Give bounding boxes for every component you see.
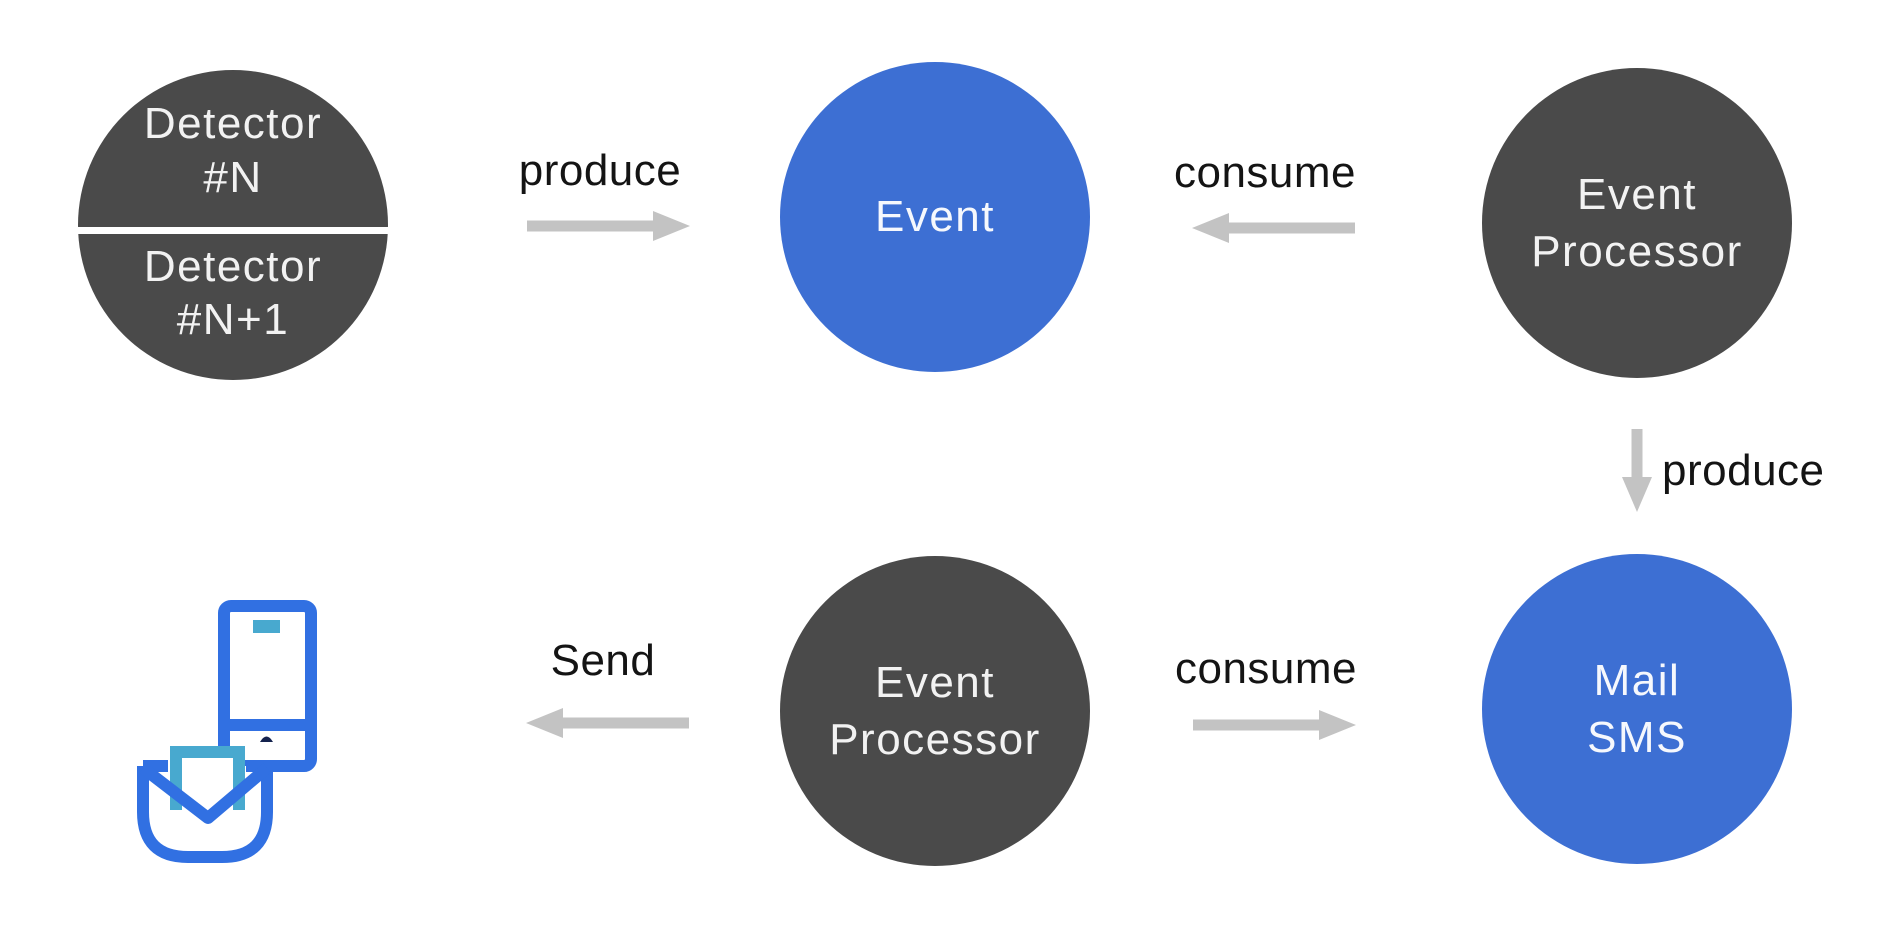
node-event-processor-bottom: Event Processor (780, 556, 1090, 866)
node-detector: Detector #N Detector #N+1 (78, 70, 388, 380)
detector-top-label-line1: Detector (143, 98, 323, 148)
send-label: Send (550, 636, 656, 685)
phone-speaker (253, 620, 280, 633)
detector-bottom-label-line1: Detector (143, 241, 323, 291)
consume-bottom-label: consume (1174, 644, 1358, 693)
node-event: Event (780, 62, 1090, 372)
letter-paper (170, 746, 245, 810)
event-label: Event (874, 192, 995, 242)
detector-divider-line (78, 227, 388, 235)
produce-right-label: produce (1662, 446, 1825, 495)
consume-bottom-right-arrow-icon (1193, 710, 1356, 740)
send-left-arrow-icon (526, 708, 689, 738)
phone-and-mail-icon (137, 600, 317, 863)
consume-left-arrow-icon (1192, 213, 1355, 243)
node-mail-sms: Mail SMS (1482, 554, 1792, 864)
detector-bottom-half: Detector #N+1 (78, 231, 388, 355)
phone-home-button (260, 736, 273, 742)
produce-top-label: produce (518, 146, 682, 195)
consume-top-label: consume (1173, 148, 1357, 197)
mail-sms-label-line1: Mail (1593, 655, 1681, 705)
node-event-processor-top: Event Processor (1482, 68, 1792, 378)
produce-down-arrow-icon (1622, 429, 1652, 512)
event-processor-bottom-label-line1: Event (874, 657, 995, 707)
detector-top-half: Detector #N (78, 70, 388, 231)
event-processor-bottom-label-line2: Processor (829, 715, 1041, 764)
detector-bottom-label-line2: #N+1 (176, 295, 290, 345)
envelope-flap (139, 763, 271, 824)
event-processor-top-label-line1: Event (1576, 169, 1697, 219)
detector-top-label-line2: #N (203, 152, 263, 202)
mail-sms-label-line2: SMS (1587, 713, 1687, 762)
produce-right-arrow-icon (527, 211, 690, 241)
event-processor-top-label-line2: Processor (1531, 227, 1743, 276)
